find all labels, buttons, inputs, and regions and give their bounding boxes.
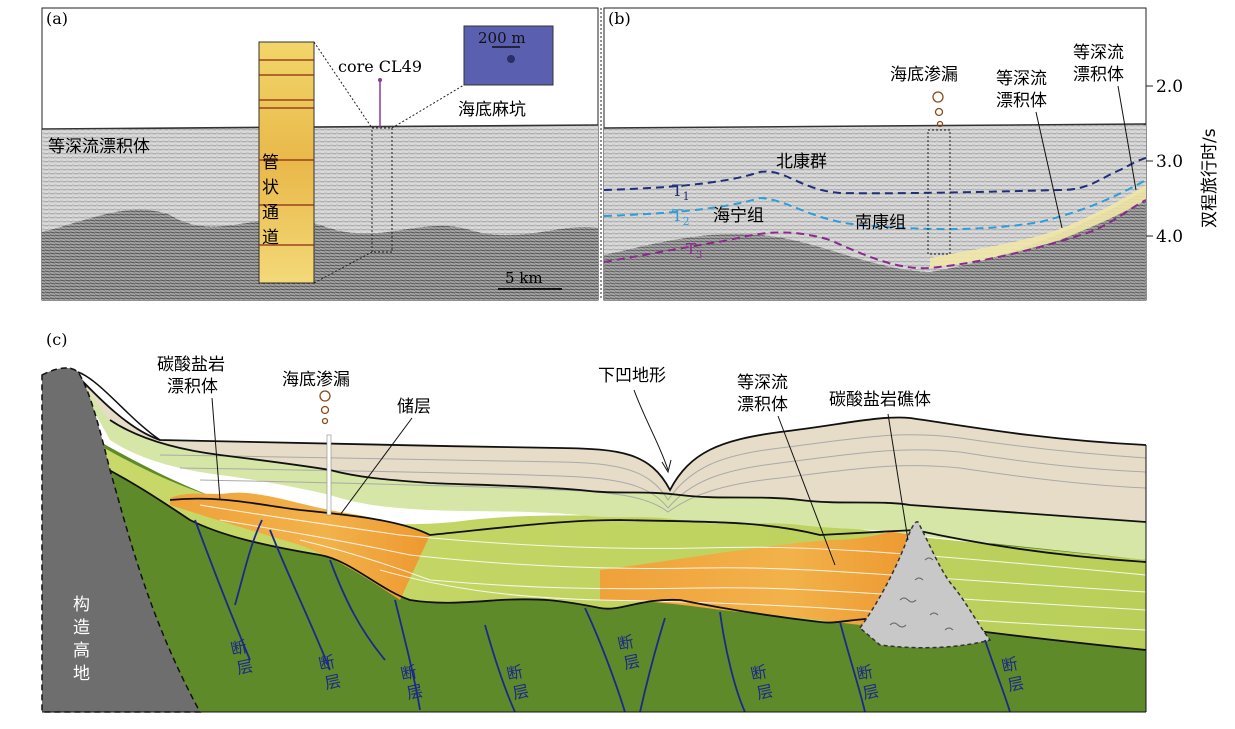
carbonate-drift-left: [170, 492, 430, 600]
panel-b-drift2-line2: 漂积体: [1073, 65, 1124, 85]
reservoir-label: 储层: [397, 397, 431, 417]
pockmark-zoom-line: [391, 84, 465, 129]
fault-label-2b: 层: [323, 671, 343, 693]
depression-label: 下凹地形: [598, 366, 666, 386]
reef-label: 碳酸盐岩礁体: [829, 390, 931, 410]
panel-b: (b) T1 T2 T3 北康群 海宁组 南康组 海底渗漏 等深流 漂积体 等深…: [603, 7, 1220, 301]
scale-label: 5 km: [505, 269, 543, 287]
panel-b-drift2-line1: 等深流: [1073, 43, 1124, 63]
fault-label-7a: 断: [855, 662, 875, 684]
high-char-2: 造: [73, 618, 90, 638]
seep-bubbles-c: [319, 390, 331, 425]
t3-label: T3: [686, 240, 702, 261]
horizon-t2: [603, 179, 1147, 231]
panel-c-label: (c): [46, 330, 67, 349]
fault-labels: 断层 断层 断层 断层 断层 断层 断层 断层: [229, 632, 1026, 703]
reservoir-leader: [339, 417, 413, 516]
pockmark-inset: [463, 25, 554, 86]
panel-b-label: (b): [608, 9, 631, 28]
panel-c: (c): [41, 330, 1147, 713]
pipe-char-2: 状: [262, 178, 279, 198]
haining-label: 海宁组: [713, 206, 764, 226]
fault-label-3a: 断: [399, 662, 419, 684]
sand-laminae: [159, 434, 1147, 513]
zoom-line-bottom: [313, 251, 373, 284]
fault-label-8a: 断: [1000, 654, 1020, 676]
panel-a-label: (a): [46, 9, 68, 28]
panel-b-drift-fill: [930, 185, 1146, 268]
contourite-c-line2: 漂积体: [737, 395, 788, 415]
t1-label: T1: [672, 181, 690, 203]
beikang-label: 北康群: [776, 152, 827, 172]
tick-2-0: 2.0: [1156, 77, 1183, 97]
panel-b-seafloor: [603, 123, 1147, 129]
fault-label-6a: 断: [749, 662, 769, 684]
horizon-t3: [603, 199, 1147, 270]
structural-high: [41, 367, 202, 713]
core-label: core CL49: [338, 57, 422, 76]
reef-texture: [889, 557, 954, 631]
high-char-1: 构: [73, 595, 90, 615]
panel-b-drift1-line1: 等深流: [996, 69, 1047, 89]
panel-b-seep-label: 海底渗漏: [890, 65, 958, 85]
seep-bubbles-b: [932, 91, 944, 128]
faults: [194, 519, 1011, 713]
fault-label-4b: 层: [511, 681, 531, 703]
t2-label: T2: [672, 206, 690, 228]
fault-label-5a: 断: [616, 632, 636, 654]
panel-b-drift1-line2: 漂积体: [996, 91, 1047, 111]
twt-axis: 2.0 3.0 4.0 双程旅行时/s: [1146, 77, 1220, 247]
pipe-char-4: 道: [262, 228, 279, 248]
nankang-label: 南康组: [855, 213, 906, 233]
core-bands: [259, 59, 314, 246]
pockmark-dot: [507, 55, 515, 63]
core-location-box: [371, 127, 393, 253]
fault-label-1a: 断: [229, 637, 249, 659]
panel-c-seep-label: 海底渗漏: [282, 370, 350, 390]
upper-sand-layer: [70, 368, 1146, 522]
reef-leader: [887, 413, 909, 541]
horizon-t1: [603, 157, 1147, 195]
high-char-3: 高: [73, 641, 90, 661]
panel-a-seafloor: [41, 124, 599, 130]
tick-3-0: 3.0: [1156, 152, 1183, 172]
fault-label-4a: 断: [505, 662, 525, 684]
panel-b-drift2-leader: [1117, 85, 1137, 191]
pockmark-label: 海底麻坑: [458, 100, 526, 120]
pipe-char-3: 通: [262, 203, 279, 223]
core-column: [258, 41, 315, 284]
panel-b-drift1-leader: [1035, 111, 1063, 229]
fault-label-5b: 层: [622, 651, 642, 673]
slope-line: [77, 371, 161, 441]
panel-a-contourite-label: 等深流漂积体: [48, 137, 150, 157]
contourite-c-leader: [777, 415, 836, 566]
high-char-4: 地: [73, 664, 90, 684]
fault-label-1b: 层: [235, 656, 255, 678]
zoom-line-top: [313, 41, 373, 129]
depression-leader: [633, 389, 669, 471]
twt-axis-label: 双程旅行时/s: [1200, 128, 1220, 228]
panel-a-basement: [42, 209, 598, 300]
carb-drift-line2: 漂积体: [167, 377, 218, 397]
fault-label-7b: 层: [861, 681, 881, 703]
fault-label-8b: 层: [1006, 673, 1026, 695]
contourite-c-line1: 等深流: [737, 373, 788, 393]
depression-arrowhead: [661, 459, 672, 474]
tick-4-0: 4.0: [1156, 227, 1183, 247]
pipe-char-1: 管: [262, 153, 279, 173]
pockmark-scale-label: 200 m: [478, 29, 526, 47]
carb-drift-line1: 碳酸盐岩: [157, 355, 225, 375]
seep-pipe: [326, 434, 332, 516]
carb-drift-leader: [211, 397, 221, 501]
core-marker-dot: [378, 78, 382, 82]
carbonate-reef: [858, 521, 992, 649]
fault-label-6b: 层: [755, 681, 775, 703]
panel-b-seep-box: [927, 129, 951, 255]
fault-label-2a: 断: [317, 652, 337, 674]
fault-label-3b: 层: [405, 681, 425, 703]
panel-a: (a) 等深流漂积体 管 状 通 道 core CL49 200 m 海底麻坑 …: [41, 7, 599, 301]
panel-b-basement: [604, 190, 1146, 300]
